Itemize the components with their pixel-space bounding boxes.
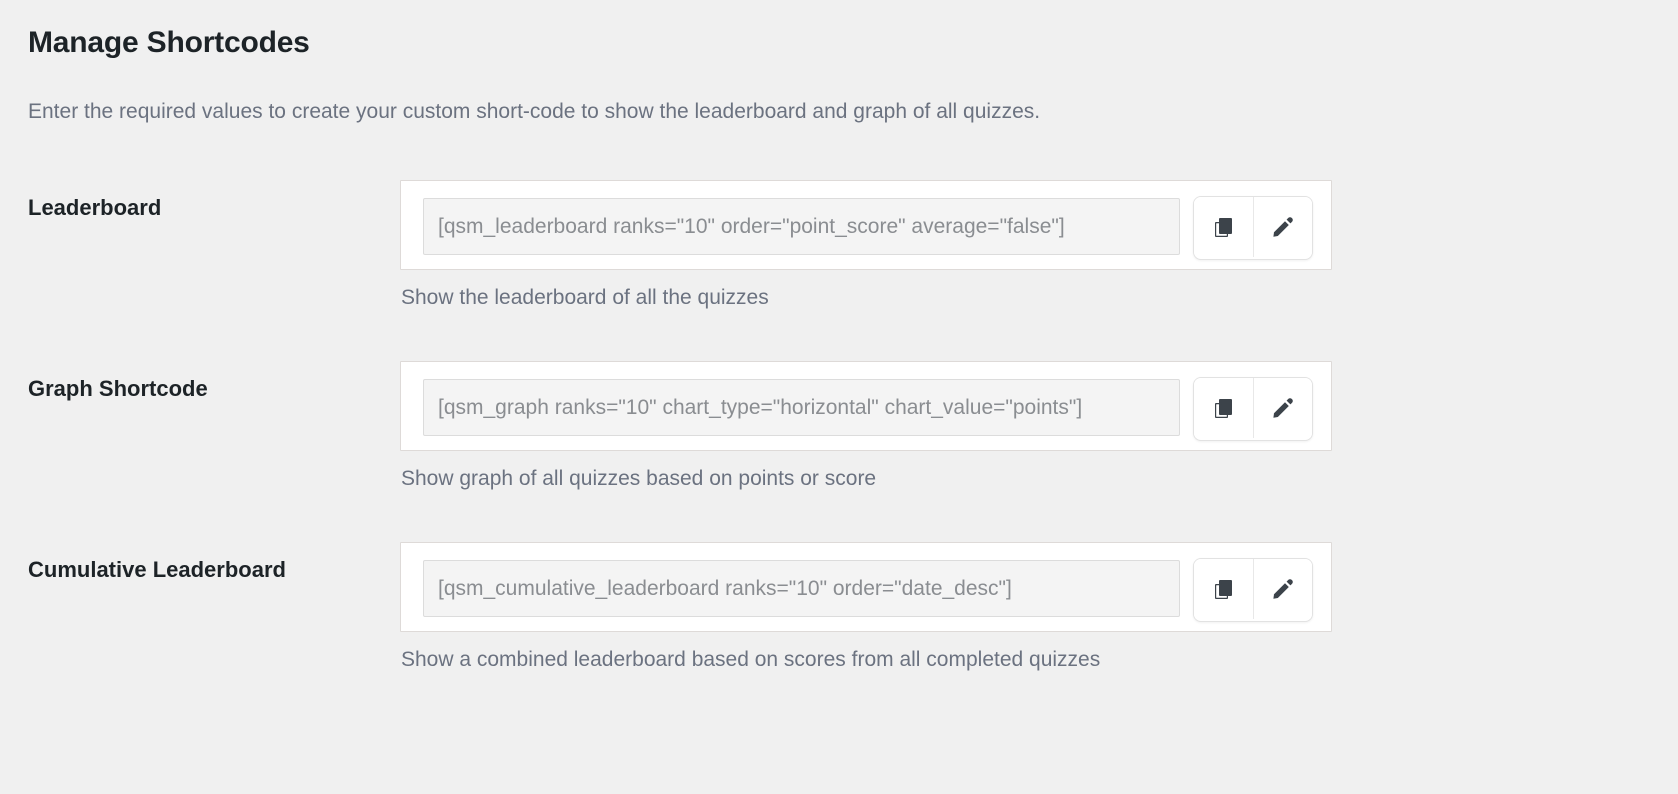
- field-inner-cumulative-leaderboard: [423, 558, 1313, 622]
- shortcode-input-graph[interactable]: [423, 379, 1180, 436]
- copy-icon: [1212, 577, 1236, 601]
- row-label-cumulative-leaderboard: Cumulative Leaderboard: [28, 557, 286, 582]
- pencil-icon: [1271, 215, 1295, 239]
- copy-button-graph[interactable]: [1194, 378, 1253, 438]
- shortcode-actions-graph: [1193, 377, 1313, 441]
- shortcode-input-cumulative-leaderboard[interactable]: [423, 560, 1180, 617]
- page-title: Manage Shortcodes: [28, 26, 310, 59]
- shortcode-row-leaderboard: Leaderboard: [0, 180, 1678, 361]
- edit-button-cumulative-leaderboard[interactable]: [1253, 559, 1312, 619]
- shortcode-input-leaderboard[interactable]: [423, 198, 1180, 255]
- field-inner-leaderboard: [423, 196, 1313, 260]
- field-card-leaderboard: [400, 180, 1332, 270]
- field-card-cumulative-leaderboard: [400, 542, 1332, 632]
- edit-button-leaderboard[interactable]: [1253, 197, 1312, 257]
- copy-icon: [1212, 215, 1236, 239]
- row-label-graph: Graph Shortcode: [28, 376, 208, 401]
- helper-text-graph: Show graph of all quizzes based on point…: [401, 467, 877, 490]
- edit-button-graph[interactable]: [1253, 378, 1312, 438]
- copy-button-leaderboard[interactable]: [1194, 197, 1253, 257]
- helper-text-leaderboard: Show the leaderboard of all the quizzes: [401, 286, 769, 309]
- shortcode-rows: Leaderboard: [0, 180, 1678, 723]
- shortcode-actions-cumulative-leaderboard: [1193, 558, 1313, 622]
- field-card-graph: [400, 361, 1332, 451]
- shortcode-row-graph: Graph Shortcode: [0, 361, 1678, 542]
- copy-icon: [1212, 396, 1236, 420]
- row-label-leaderboard: Leaderboard: [28, 195, 162, 220]
- shortcode-actions-leaderboard: [1193, 196, 1313, 260]
- shortcode-row-cumulative-leaderboard: Cumulative Leaderboard: [0, 542, 1678, 723]
- page-description: Enter the required values to create your…: [28, 100, 1041, 123]
- copy-button-cumulative-leaderboard[interactable]: [1194, 559, 1253, 619]
- pencil-icon: [1271, 577, 1295, 601]
- field-inner-graph: [423, 377, 1313, 441]
- helper-text-cumulative-leaderboard: Show a combined leaderboard based on sco…: [401, 648, 1101, 671]
- pencil-icon: [1271, 396, 1295, 420]
